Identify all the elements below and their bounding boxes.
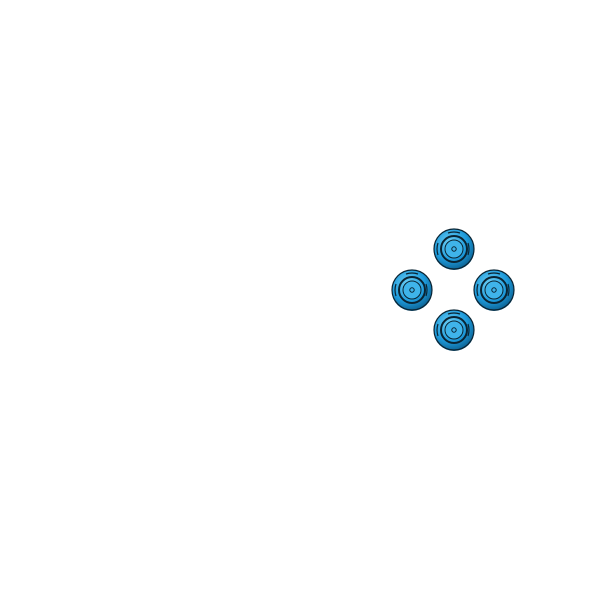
disc-bottom[interactable]: [432, 308, 476, 352]
disc-left[interactable]: [390, 268, 434, 312]
target-disc-icon: [391, 269, 433, 311]
disc-top[interactable]: [432, 227, 476, 271]
target-disc-icon: [433, 228, 475, 270]
disc-right[interactable]: [472, 268, 516, 312]
target-disc-icon: [433, 309, 475, 351]
target-disc-icon: [473, 269, 515, 311]
